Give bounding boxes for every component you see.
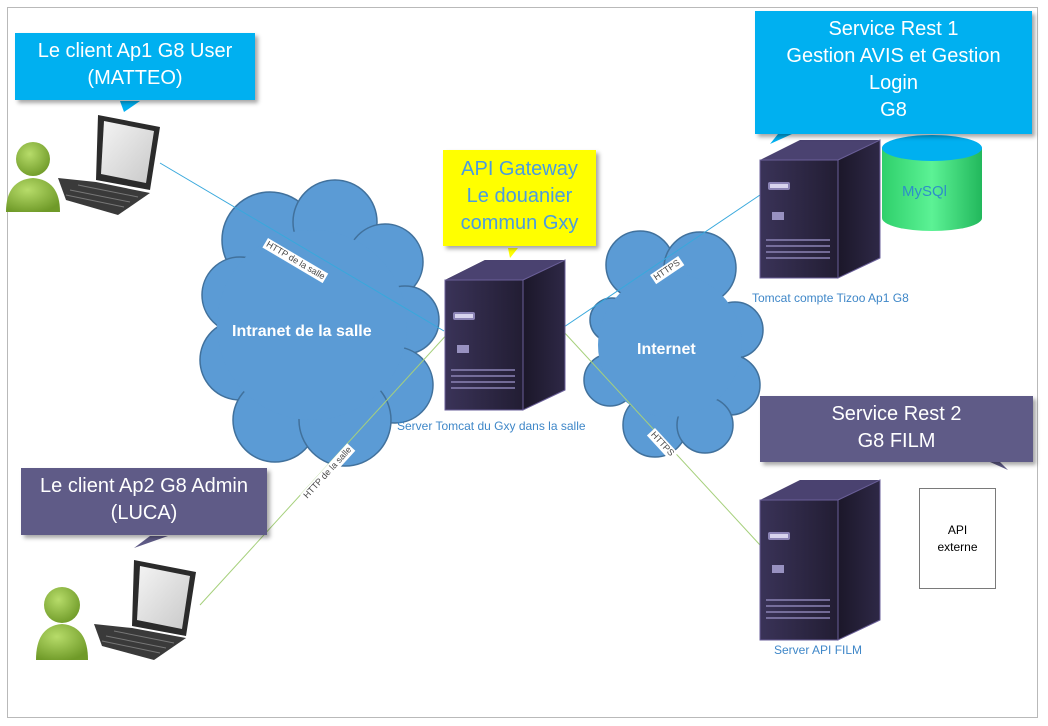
laptop-icon [58, 115, 160, 215]
gateway-callout-line2: Le douanier [466, 185, 573, 207]
link-gateway-rest1 [557, 194, 761, 332]
rest1-callout-tail [770, 134, 792, 144]
rest1-callout-line2: Gestion AVIS et Gestion [786, 45, 1001, 67]
client2-callout: Le client Ap2 G8 Admin (LUCA) [21, 468, 267, 535]
client1-callout-line2: (MATTEO) [87, 67, 183, 89]
database-icon [882, 135, 982, 231]
rest2-callout-tail [990, 462, 1008, 470]
database-label: MySQl [902, 183, 947, 200]
gateway-callout-line3: commun Gxy [460, 212, 579, 234]
link-client1-gateway [159, 162, 445, 332]
user-icon [6, 142, 60, 212]
external-api-line1: API [947, 522, 968, 537]
user-icon [36, 587, 88, 660]
external-api-box: API externe [919, 488, 996, 589]
gateway-server-label: Server Tomcat du Gxy dans la salle [397, 419, 586, 433]
rest2-callout: Service Rest 2 G8 FILM [760, 396, 1033, 462]
gateway-server [444, 259, 566, 411]
rest1-callout: Service Rest 1 Gestion AVIS et Gestion L… [755, 11, 1032, 134]
rest1-callout-line4: G8 [880, 99, 907, 121]
rest1-server-label: Tomcat compte Tizoo Ap1 G8 [752, 291, 909, 305]
intranet-cloud-label: Intranet de la salle [232, 323, 372, 340]
gateway-callout-line1: API Gateway [461, 158, 578, 180]
rest2-callout-line1: Service Rest 2 [831, 403, 962, 425]
rest1-callout-line3: Login [869, 72, 918, 94]
film-server-label: Server API FILM [774, 643, 863, 657]
client2-callout-line1: Le client Ap2 G8 Admin [40, 475, 248, 497]
internet-cloud [583, 230, 764, 458]
rest1-server [759, 139, 881, 279]
client1-callout: Le client Ap1 G8 User (MATTEO) [15, 33, 255, 100]
gateway-callout-tail [508, 248, 518, 258]
laptop-icon [94, 560, 196, 660]
client1-callout-line1: Le client Ap1 G8 User [37, 40, 233, 62]
intranet-cloud [199, 179, 440, 467]
client2-callout-tail [134, 536, 168, 548]
rest2-callout-line2: G8 FILM [857, 430, 936, 452]
client2-callout-line2: (LUCA) [110, 502, 178, 524]
external-api-line2: externe [937, 539, 978, 554]
internet-cloud-label: Internet [637, 341, 696, 358]
film-server [759, 479, 881, 641]
gateway-callout: API Gateway Le douanier commun Gxy [443, 150, 596, 246]
rest1-callout-line1: Service Rest 1 [828, 18, 959, 40]
client1-callout-tail [120, 101, 140, 112]
diagram-frame [7, 7, 1038, 718]
